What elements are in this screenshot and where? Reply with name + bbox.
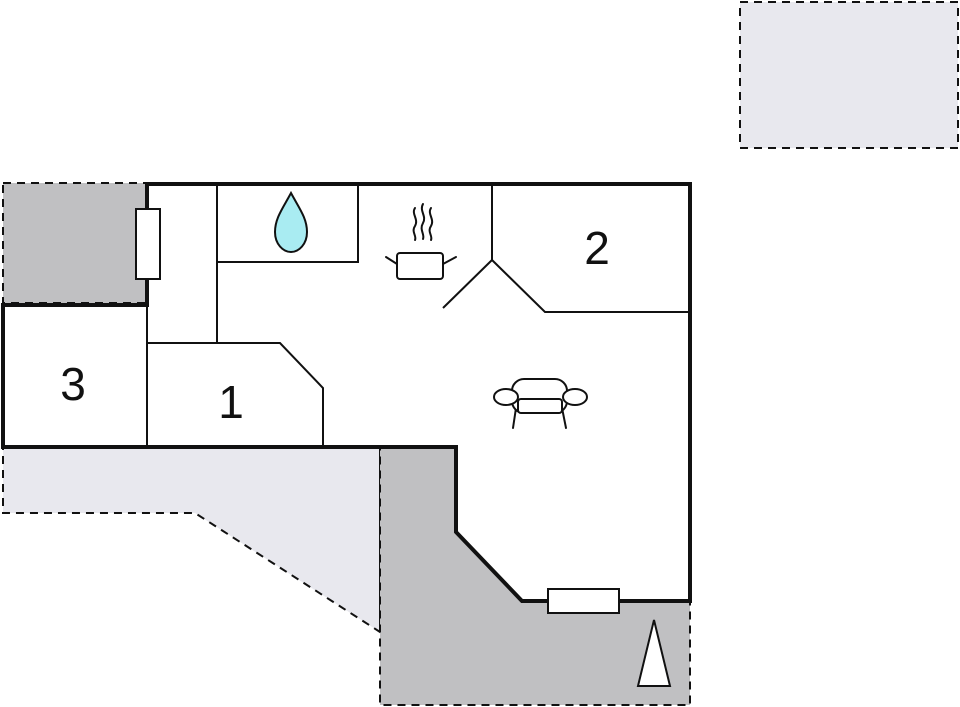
room-label-2: 2 <box>584 222 610 274</box>
window-bottom <box>547 588 620 614</box>
armchair-icon <box>493 378 588 429</box>
cooking-pot-icon <box>385 203 457 280</box>
terrace-bottom-left <box>2 447 381 634</box>
room-label-1: 1 <box>218 376 244 428</box>
window-left <box>135 208 161 280</box>
interior-walls <box>146 184 690 447</box>
room-label-3: 3 <box>60 358 86 410</box>
terrace-top-left <box>2 182 148 304</box>
water-drop-icon <box>273 190 309 254</box>
exterior-walls <box>1 182 692 603</box>
outdoor-area-top-right <box>739 1 959 149</box>
north-arrow-icon <box>636 619 672 687</box>
